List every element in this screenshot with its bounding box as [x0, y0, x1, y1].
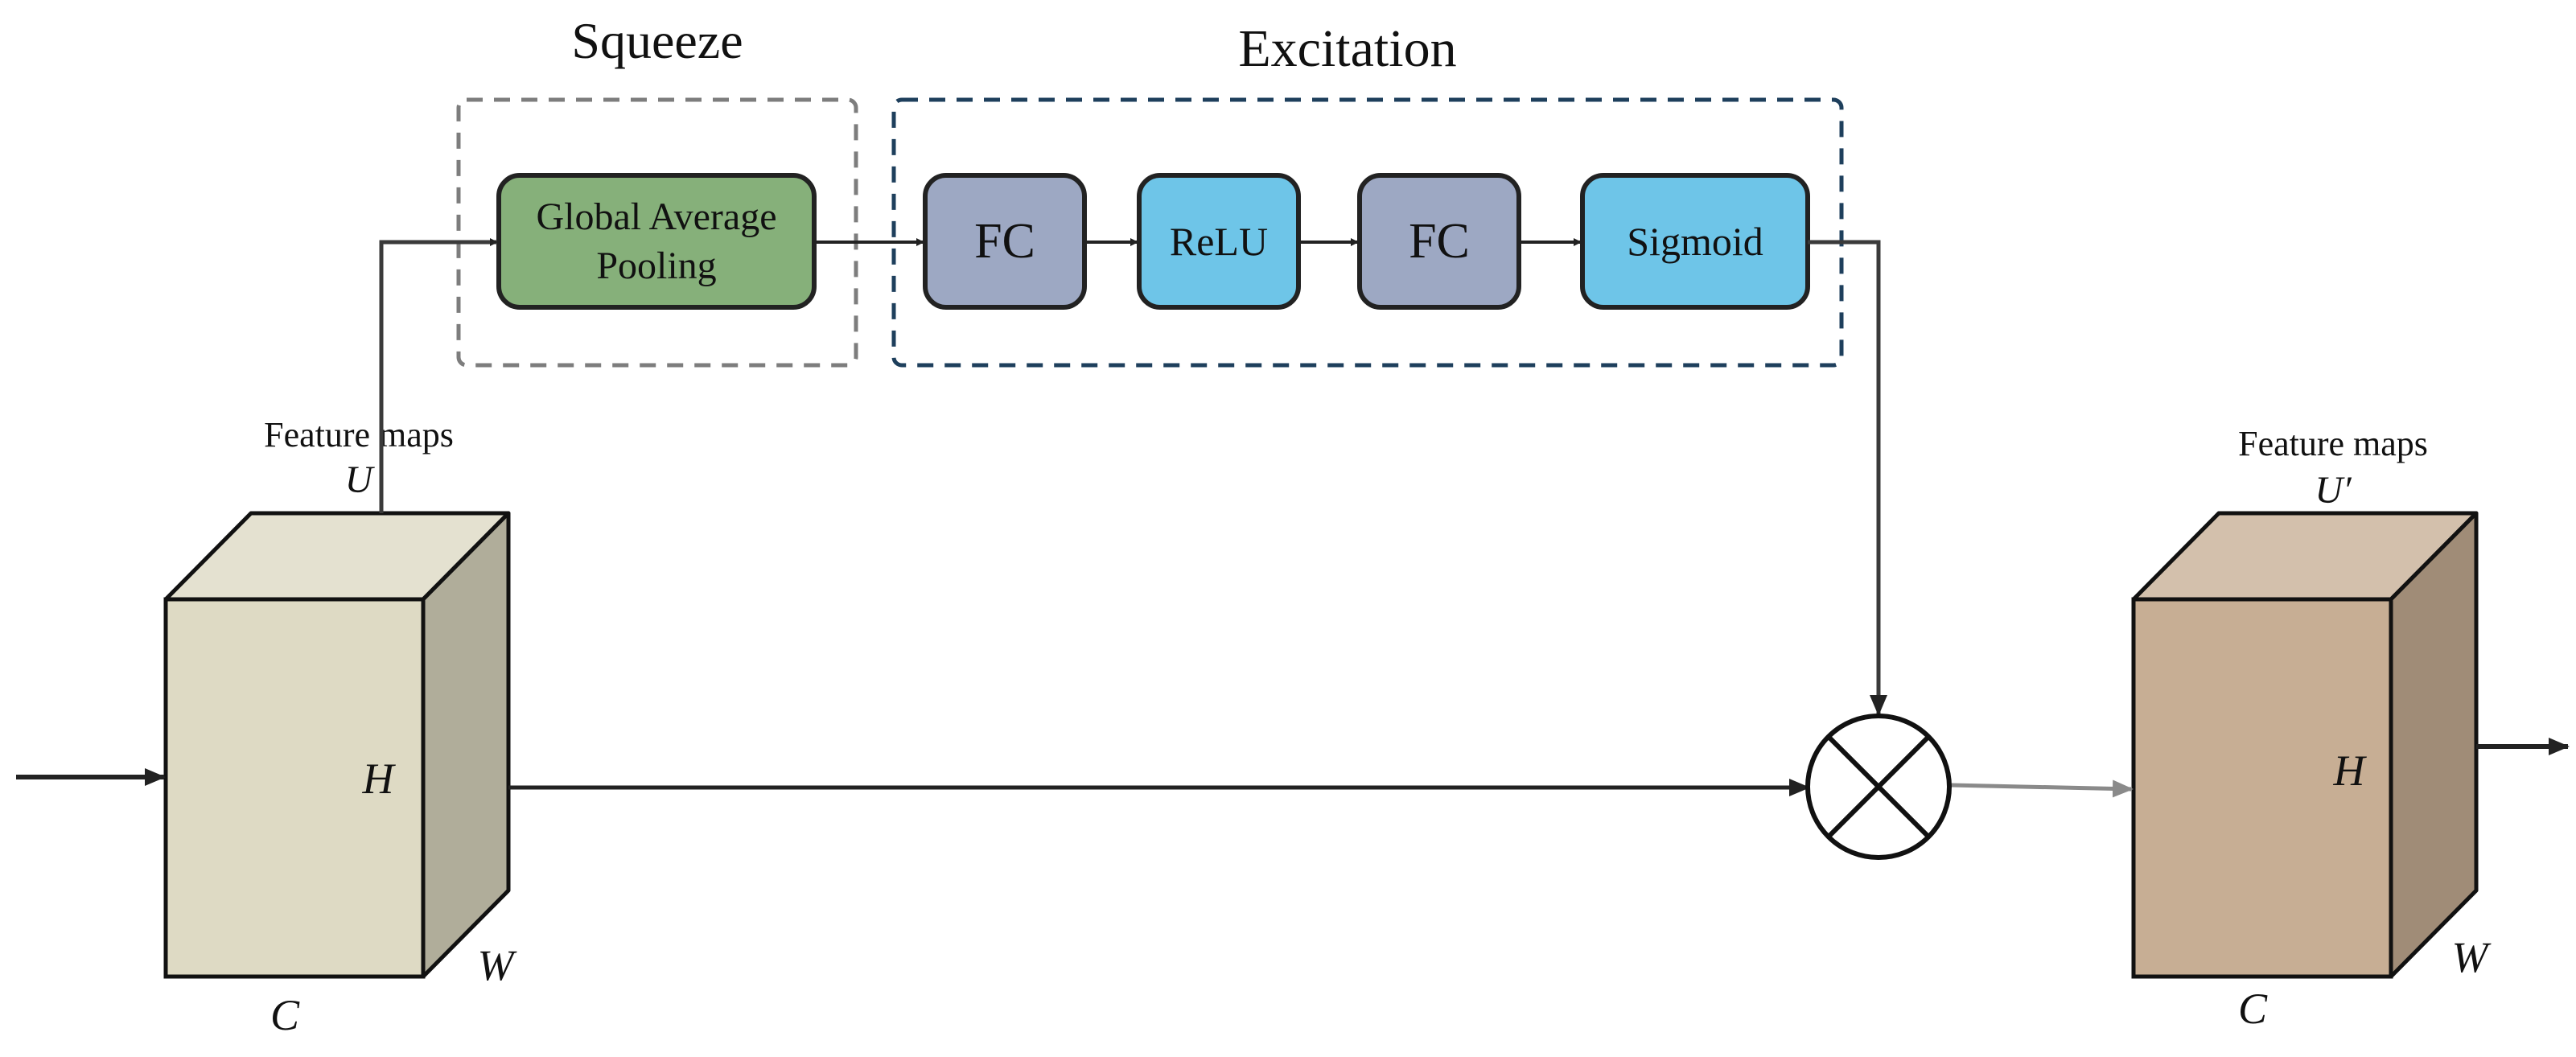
gap-label-line2: Pooling [596, 245, 716, 287]
input-feature-cube [163, 511, 511, 979]
input-cube-title: Feature maps [264, 415, 454, 454]
output-cube-channel-label: C [2238, 985, 2268, 1033]
output-cube-width-label: W [2452, 933, 2492, 981]
input-cube-width-label: W [478, 941, 518, 989]
excitation-group-box [891, 97, 1844, 368]
output-cube-height-label: H [2333, 746, 2368, 795]
sigmoid-label: Sigmoid [1627, 219, 1763, 264]
output-cube-symbol: U′ [2315, 469, 2352, 512]
output-feature-cube [2131, 511, 2479, 979]
input-cube-symbol: U [345, 459, 376, 501]
gap-label-line1: Global Average [537, 195, 777, 238]
multiply-operator-icon [1805, 714, 1952, 860]
fc2-label: FC [1409, 214, 1470, 269]
excitation-group-title: Excitation [1238, 19, 1456, 78]
multiply-to-output-arrow [1950, 779, 2134, 798]
fc1-label: FC [974, 214, 1035, 269]
input-cube-height-label: H [362, 755, 397, 803]
feature-to-squeeze-arrow [379, 238, 498, 513]
output-cube-title: Feature maps [2238, 424, 2428, 463]
input-cube-channel-label: C [270, 991, 300, 1039]
sigmoid-to-multiply-arrow [1808, 240, 1887, 716]
relu-label: ReLU [1170, 219, 1268, 264]
output-cube-front-face [2131, 597, 2393, 979]
input-cube-front-face [163, 597, 426, 979]
squeeze-group-title: Squeeze [571, 12, 743, 69]
